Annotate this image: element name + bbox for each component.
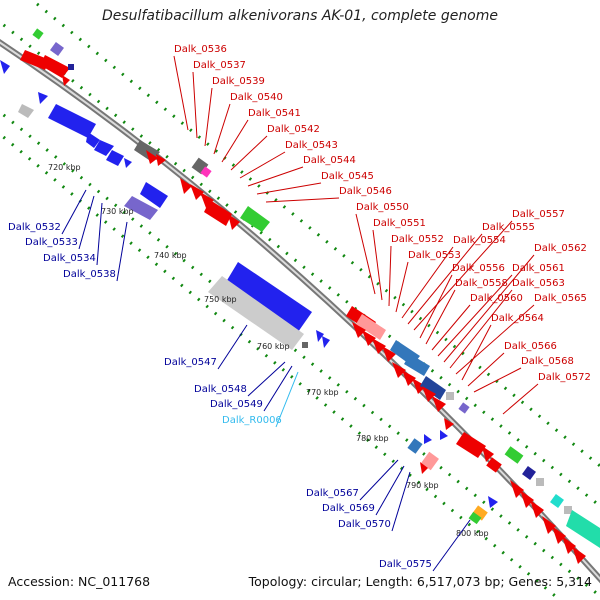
- tick-label: 800 kbp: [456, 529, 489, 538]
- leader-line: [425, 289, 456, 345]
- tick-label: 720 kbp: [48, 163, 81, 172]
- feature-label[interactable]: Dalk_0561: [512, 263, 565, 274]
- feature-label[interactable]: Dalk_0550: [356, 202, 409, 213]
- leader-line: [96, 202, 103, 266]
- leader-line: [221, 119, 249, 163]
- leader-line: [388, 245, 392, 307]
- feature-label[interactable]: Dalk_0549: [210, 399, 263, 410]
- feature-label[interactable]: Dalk_0553: [408, 250, 461, 261]
- feature-label[interactable]: Dalk_R0006: [222, 415, 282, 426]
- leader-line: [239, 151, 286, 179]
- feature-label[interactable]: Dalk_0570: [338, 519, 391, 530]
- leader-line: [407, 233, 483, 325]
- feature-label[interactable]: Dalk_0556: [452, 263, 505, 274]
- tick-labels: 720 kbp 730 kbp 740 kbp 750 kbp 760 kbp 770 k…: [48, 163, 489, 538]
- tick-label: 750 kbp: [204, 295, 237, 304]
- tick-label: 730 kbp: [101, 207, 134, 216]
- label-leader-lines: [61, 55, 539, 572]
- feature-label[interactable]: Dalk_0552: [391, 234, 444, 245]
- topology-text: Topology: circular; Length: 6,517,073 bp…: [248, 574, 592, 589]
- feature-label[interactable]: Dalk_0544: [303, 155, 356, 166]
- feature-label[interactable]: Dalk_0555: [482, 222, 535, 233]
- leader-line: [443, 254, 535, 363]
- feature-label[interactable]: Dalk_0569: [322, 503, 375, 514]
- leader-line: [449, 289, 513, 369]
- leader-line: [455, 304, 535, 375]
- feature-label[interactable]: Dalk_0541: [248, 108, 301, 119]
- leader-line: [372, 229, 383, 301]
- leader-line: [263, 365, 293, 412]
- feature-label[interactable]: Dalk_0567: [306, 488, 359, 499]
- leader-line: [213, 103, 231, 155]
- leader-line: [173, 55, 189, 131]
- feature-label[interactable]: Dalk_0554: [453, 235, 506, 246]
- leader-line: [413, 220, 513, 331]
- leader-line: [61, 189, 87, 235]
- feature-label[interactable]: Dalk_0538: [63, 269, 116, 280]
- feature-label[interactable]: Dalk_0558: [455, 278, 508, 289]
- feature-label[interactable]: Dalk_0551: [373, 218, 426, 229]
- feature-labels: Dalk_0536Dalk_0537Dalk_0539Dalk_0540Dalk…: [8, 44, 591, 570]
- feature-label[interactable]: Dalk_0566: [504, 341, 557, 352]
- leader-line: [275, 371, 299, 428]
- tick-label: 770 kbp: [306, 388, 339, 397]
- feature-label[interactable]: Dalk_0575: [379, 559, 432, 570]
- feature-label[interactable]: Dalk_0565: [534, 293, 587, 304]
- feature-label[interactable]: Dalk_0532: [8, 222, 61, 233]
- feature-label[interactable]: Dalk_0557: [512, 209, 565, 220]
- feature-label[interactable]: Dalk_0545: [321, 171, 374, 182]
- leader-line: [391, 471, 411, 532]
- feature-label[interactable]: Dalk_0548: [194, 384, 247, 395]
- leader-line: [204, 87, 213, 147]
- leader-line: [432, 519, 471, 572]
- feature-label[interactable]: Dalk_0547: [164, 357, 217, 368]
- tick-label: 740 kbp: [154, 251, 187, 260]
- leader-line: [502, 383, 539, 415]
- feature-label[interactable]: Dalk_0562: [534, 243, 587, 254]
- feature-label[interactable]: Dalk_0536: [174, 44, 227, 55]
- feature-label[interactable]: Dalk_0534: [43, 253, 96, 264]
- leader-line: [359, 459, 399, 501]
- feature-label[interactable]: Dalk_0537: [193, 60, 246, 71]
- leader-line: [473, 367, 522, 393]
- leader-line: [437, 274, 513, 357]
- leader-line: [467, 352, 505, 387]
- feature-label[interactable]: Dalk_0543: [285, 140, 338, 151]
- map-title: Desulfatibacillum alkenivorans AK-01, co…: [101, 8, 499, 24]
- leader-line: [461, 324, 492, 381]
- forward-strand-features: [20, 28, 600, 564]
- feature-label[interactable]: Dalk_0564: [491, 313, 544, 324]
- leader-line: [265, 197, 340, 203]
- leader-line: [256, 182, 322, 195]
- feature-label[interactable]: Dalk_0542: [267, 124, 320, 135]
- leader-line: [247, 361, 286, 397]
- leader-line: [355, 213, 376, 295]
- leader-line: [419, 274, 453, 339]
- accession-text: Accession: NC_011768: [8, 574, 151, 589]
- leader-line: [247, 166, 304, 187]
- feature-label[interactable]: Dalk_0560: [470, 293, 523, 304]
- feature-label[interactable]: Dalk_0539: [212, 76, 265, 87]
- leader-line: [395, 261, 409, 313]
- reverse-strand-features: [0, 60, 498, 525]
- leader-line: [431, 304, 471, 351]
- leader-line: [230, 135, 268, 171]
- leader-line: [217, 324, 248, 370]
- tick-label: 790 kbp: [406, 481, 439, 490]
- feature-label[interactable]: Dalk_0572: [538, 372, 591, 383]
- leader-line: [78, 195, 95, 250]
- feature-label[interactable]: Dalk_0563: [512, 278, 565, 289]
- feature-label[interactable]: Dalk_0540: [230, 92, 283, 103]
- leader-line: [116, 221, 128, 282]
- tick-label: 780 kbp: [356, 434, 389, 443]
- tick-label: 760 kbp: [257, 342, 290, 351]
- leader-line: [192, 71, 198, 139]
- leader-line: [375, 465, 405, 516]
- leader-line: [401, 246, 454, 319]
- feature-label[interactable]: Dalk_0546: [339, 186, 392, 197]
- feature-label[interactable]: Dalk_0568: [521, 356, 574, 367]
- feature-label[interactable]: Dalk_0533: [25, 237, 78, 248]
